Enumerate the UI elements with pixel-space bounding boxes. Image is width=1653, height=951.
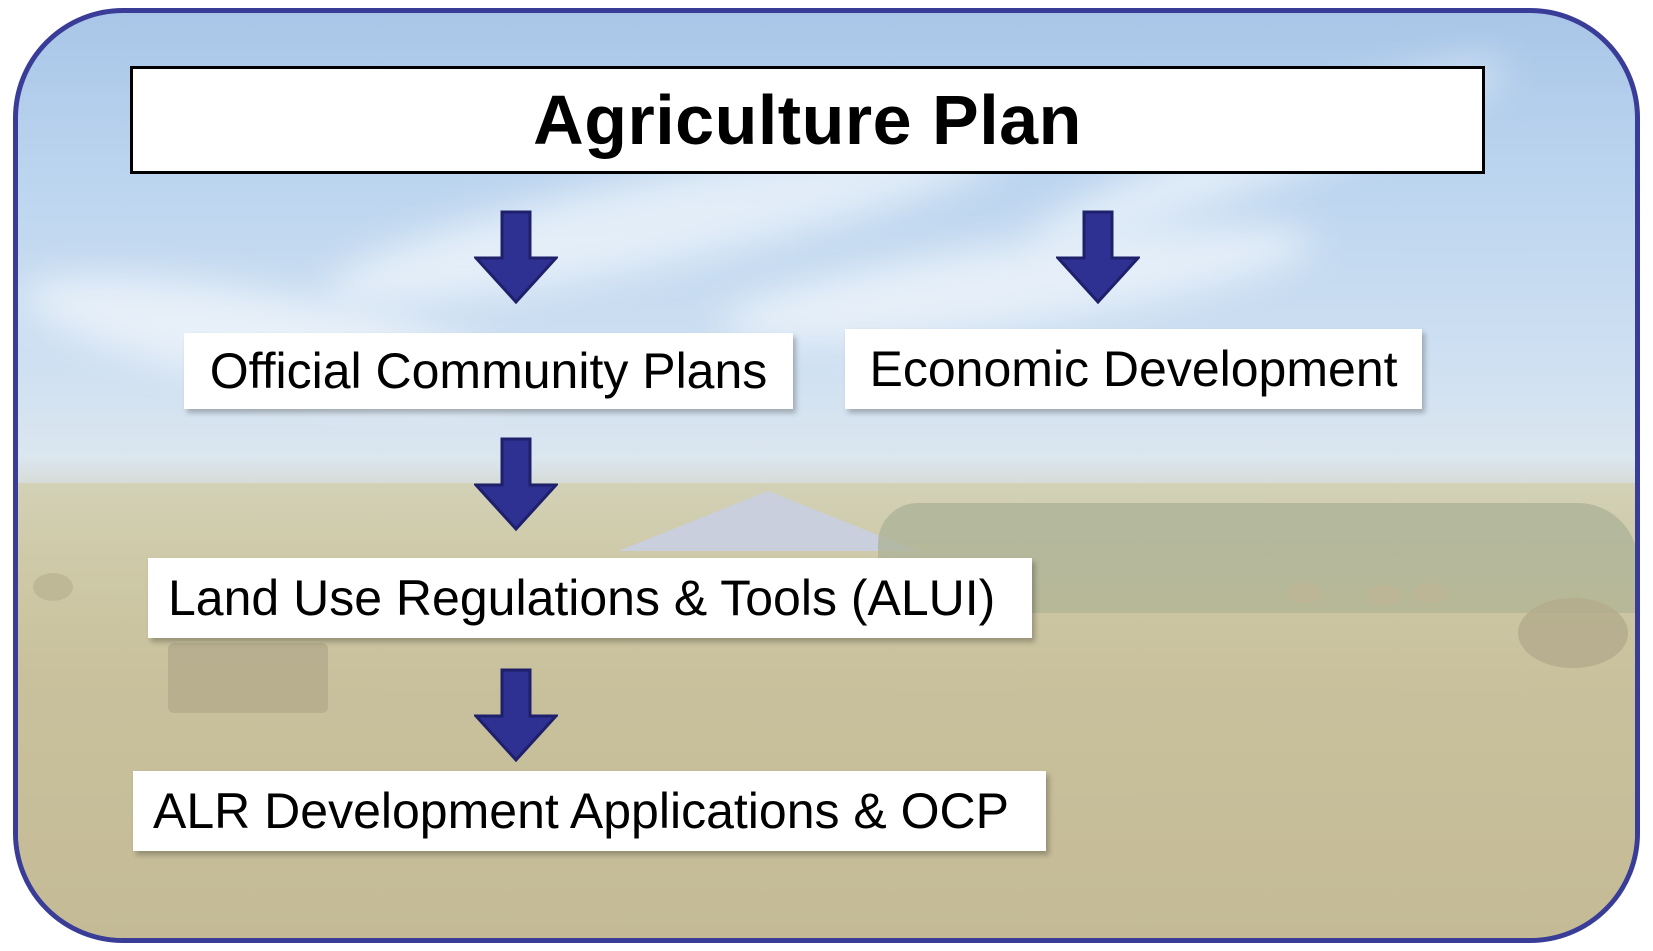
node-alr-development-applications: ALR Development Applications & OCP bbox=[133, 771, 1046, 851]
down-arrow-icon bbox=[474, 210, 558, 304]
node-land-use-regulations: Land Use Regulations & Tools (ALUI) bbox=[148, 558, 1032, 638]
diagram-title: Agriculture Plan bbox=[533, 81, 1082, 159]
node-official-community-plans: Official Community Plans bbox=[184, 333, 793, 409]
down-arrow-icon bbox=[1056, 210, 1140, 304]
title-box: Agriculture Plan bbox=[130, 66, 1485, 174]
node-label: Economic Development bbox=[869, 341, 1398, 397]
node-economic-development: Economic Development bbox=[845, 329, 1422, 409]
down-arrow-icon bbox=[474, 668, 558, 762]
down-arrow-icon bbox=[474, 437, 558, 531]
node-label: ALR Development Applications & OCP bbox=[153, 783, 1009, 839]
node-label: Official Community Plans bbox=[209, 343, 768, 399]
node-label: Land Use Regulations & Tools (ALUI) bbox=[168, 570, 996, 626]
hay-bale bbox=[168, 643, 328, 713]
mountain bbox=[618, 491, 918, 551]
